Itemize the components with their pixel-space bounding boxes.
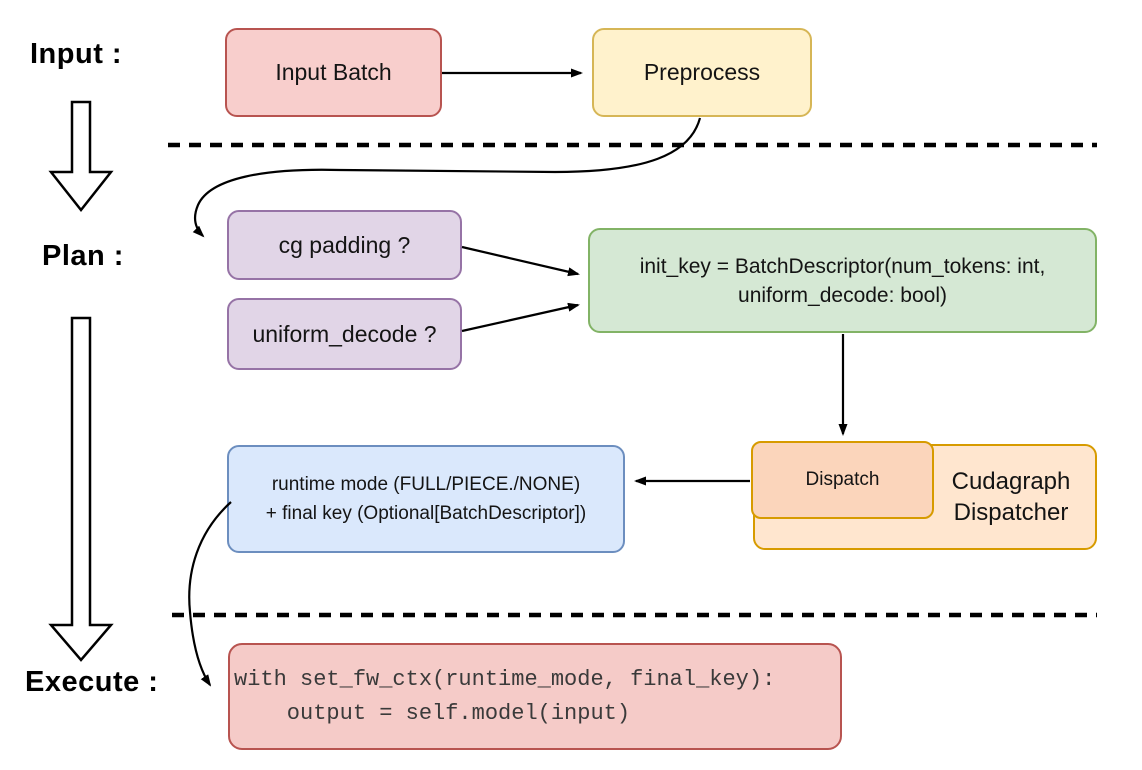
down-arrow-icon-plan-to-execute bbox=[48, 316, 114, 662]
connector-uniform-decode-to-init-key bbox=[461, 302, 580, 333]
node-input-batch-label: Input Batch bbox=[275, 59, 392, 85]
phase-label-execute: Execute : bbox=[25, 666, 159, 698]
node-dispatch-label: Dispatch bbox=[805, 469, 880, 490]
node-runtime-mode: runtime mode (FULL/PIECE./NONE) + final … bbox=[227, 445, 625, 553]
node-execute-code-line1: with set_fw_ctx(runtime_mode, final_key)… bbox=[234, 666, 776, 692]
node-runtime-mode-line1: runtime mode (FULL/PIECE./NONE) bbox=[271, 474, 581, 495]
node-runtime-mode-line2: + final key (Optional[BatchDescriptor]) bbox=[265, 503, 587, 524]
node-init-key-line1: init_key = BatchDescriptor(num_tokens: i… bbox=[639, 254, 1046, 278]
node-execute-code: with set_fw_ctx(runtime_mode, final_key)… bbox=[228, 643, 842, 750]
down-arrow-icon-input-to-plan bbox=[48, 100, 114, 213]
connector-runtime-mode-to-execute-code bbox=[188, 501, 232, 687]
node-uniform-decode: uniform_decode ? bbox=[227, 298, 462, 370]
node-cg-padding: cg padding ? bbox=[227, 210, 462, 280]
phase-label-plan: Plan : bbox=[42, 240, 124, 272]
node-init-key-line2: uniform_decode: bool) bbox=[738, 283, 947, 307]
node-input-batch: Input Batch bbox=[225, 28, 442, 117]
phase-label-input: Input : bbox=[30, 38, 123, 70]
node-cg-padding-label: cg padding ? bbox=[278, 231, 411, 258]
node-uniform-decode-label: uniform_decode ? bbox=[252, 320, 437, 347]
node-cudagraph-dispatcher-line2: Dispatcher bbox=[953, 499, 1069, 526]
node-preprocess-label: Preprocess bbox=[643, 59, 761, 85]
node-init-key: init_key = BatchDescriptor(num_tokens: i… bbox=[588, 228, 1097, 333]
node-dispatch: Dispatch bbox=[751, 441, 934, 519]
node-cudagraph-dispatcher-line1: Cudagraph bbox=[951, 468, 1071, 495]
node-execute-code-line2: output = self.model(input) bbox=[234, 700, 631, 726]
node-preprocess: Preprocess bbox=[592, 28, 812, 117]
connector-cg-padding-to-init-key bbox=[461, 245, 580, 277]
